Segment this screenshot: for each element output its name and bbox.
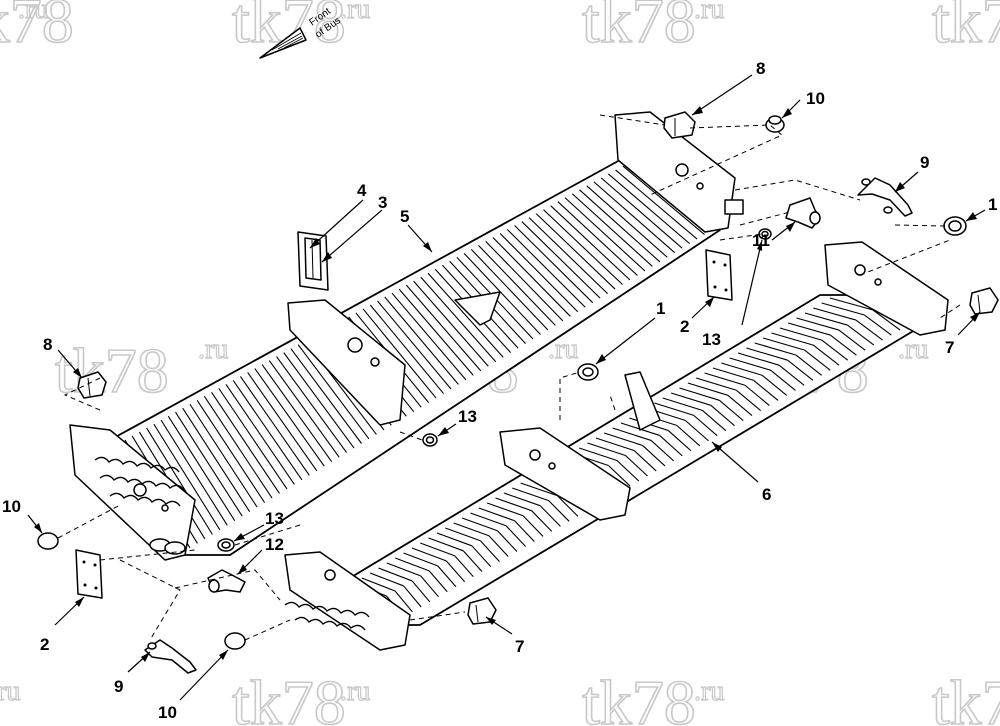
watermark-suffix: .ru [18,0,48,25]
watermark-suffix: .ru [0,676,20,707]
fitting-part-9 [144,639,197,674]
callout-7: 7 [515,637,524,656]
watermark-text: tk78 [582,0,696,56]
callout-9: 9 [920,153,929,172]
watermark-text: tk78 [582,667,696,726]
grommet-part-13 [217,538,235,552]
grommet-part-13 [422,433,438,447]
callout-5: 5 [400,207,409,226]
callout-2: 2 [680,317,689,336]
front-evaporator-coil [284,241,949,651]
watermark-suffix: .ru [898,334,928,365]
assembly-lines [57,114,961,641]
watermark-text: tk78 [932,667,1000,726]
rear-evaporator-coil [69,111,744,561]
mounting-plate-part-2 [75,549,103,599]
grommet-part-10 [224,632,246,650]
callout-1: 1 [656,299,665,318]
grommet-part-10 [37,532,59,550]
watermark-text: tk78 [55,335,169,406]
callout-8: 8 [43,335,52,354]
watermark-text: tk78 [232,667,346,726]
grommet-part-1 [943,216,967,236]
callout-2: 2 [40,635,49,654]
tee-fitting-part-11 [785,197,821,229]
callout-4: 4 [357,181,367,200]
callouts: 8 10 9 1 4 3 5 11 2 13 [2,59,997,722]
tee-fitting-part-12 [207,569,246,593]
grommet-part-1 [577,363,599,381]
callout-8: 8 [756,59,765,78]
callout-1: 1 [988,195,997,214]
direction-arrow-icon [259,27,307,59]
watermark-suffix: .ru [694,676,724,707]
watermark-suffix: .ru [694,0,724,25]
plate-part-3-4 [297,231,329,291]
callout-12: 12 [265,535,284,554]
watermark-text: tk78 [0,0,74,56]
grommet-part-13 [758,228,772,240]
watermark-suffix: .ru [198,334,228,365]
grommet-part-10 [765,115,785,133]
callout-10: 10 [158,703,177,722]
callout-10: 10 [2,497,21,516]
watermark-suffix: .ru [340,676,370,707]
callout-10: 10 [806,89,825,108]
mounting-plate-part-2 [705,249,733,301]
callout-13: 13 [702,330,721,349]
callout-13: 13 [265,509,284,528]
callout-7: 7 [945,338,954,357]
callout-11: 11 [752,231,770,250]
watermark-text: tk78 [932,0,1000,56]
callout-3: 3 [378,193,387,212]
callout-13: 13 [458,407,477,426]
callout-9: 9 [114,677,123,696]
clip-part-8 [663,111,696,139]
clip-part-7 [969,287,999,315]
fitting-part-9 [857,177,913,217]
watermark-suffix: .ru [340,0,370,25]
callout-6: 6 [762,485,771,504]
